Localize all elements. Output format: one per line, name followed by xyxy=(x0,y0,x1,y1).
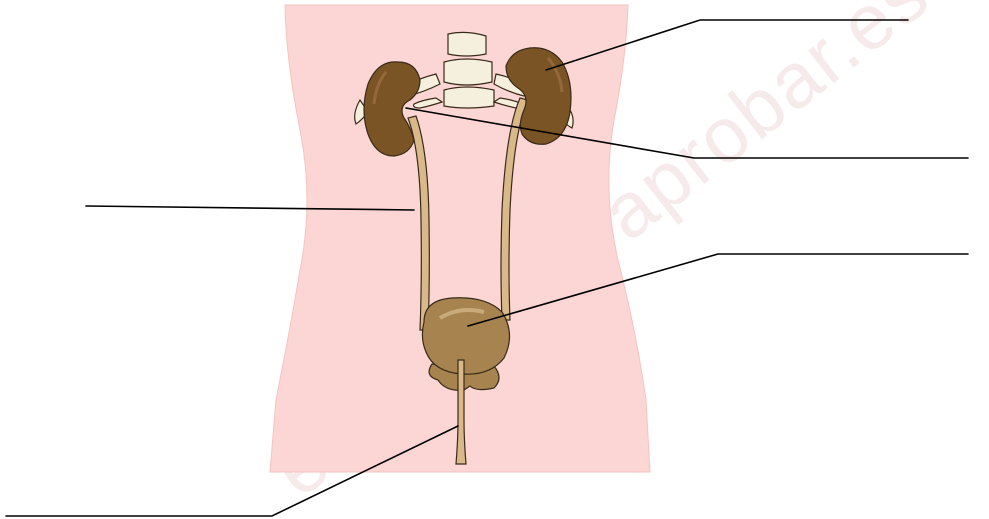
urethra xyxy=(456,360,466,464)
bladder xyxy=(422,298,509,374)
